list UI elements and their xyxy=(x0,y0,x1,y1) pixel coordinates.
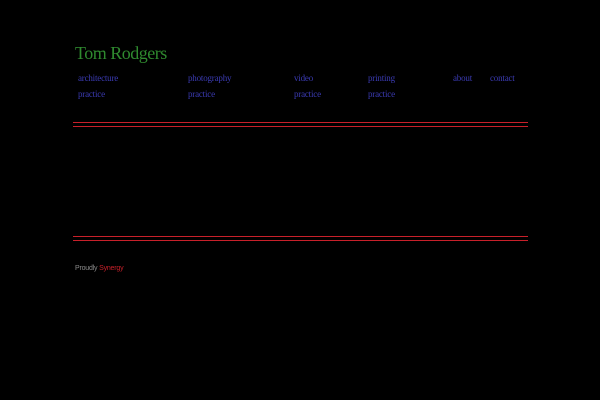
nav-item-sublabel: practice xyxy=(294,89,321,99)
bottom-divider xyxy=(73,236,528,241)
nav-item-label: architecture xyxy=(78,73,119,83)
main-content xyxy=(73,130,528,232)
top-divider xyxy=(73,122,528,127)
footer: Proudly Synergy xyxy=(75,264,124,274)
nav-item-label: photography xyxy=(188,73,232,83)
nav-item-about[interactable]: about xyxy=(453,70,472,86)
nav-item-label: contact xyxy=(490,73,515,83)
nav-item-photography[interactable]: photography practice xyxy=(188,70,231,102)
nav-item-sublabel: practice xyxy=(188,89,215,99)
main-nav: architecture practice photography practi… xyxy=(0,70,600,102)
nav-item-sublabel: practice xyxy=(368,89,395,99)
nav-item-label: about xyxy=(453,73,472,83)
nav-item-printing[interactable]: printing practice xyxy=(368,70,395,102)
nav-item-contact[interactable]: contact xyxy=(490,70,515,86)
nav-item-architecture[interactable]: architecture practice xyxy=(78,70,118,102)
nav-item-sublabel: practice xyxy=(78,89,105,99)
footer-credit-link[interactable]: Synergy xyxy=(99,265,124,272)
nav-item-label: video xyxy=(294,73,313,83)
nav-item-video[interactable]: video practice xyxy=(294,70,321,102)
site-title[interactable]: Tom Rodgers xyxy=(75,43,167,63)
footer-credit-text: Proudly xyxy=(75,265,98,272)
nav-item-label: printing xyxy=(368,73,395,83)
